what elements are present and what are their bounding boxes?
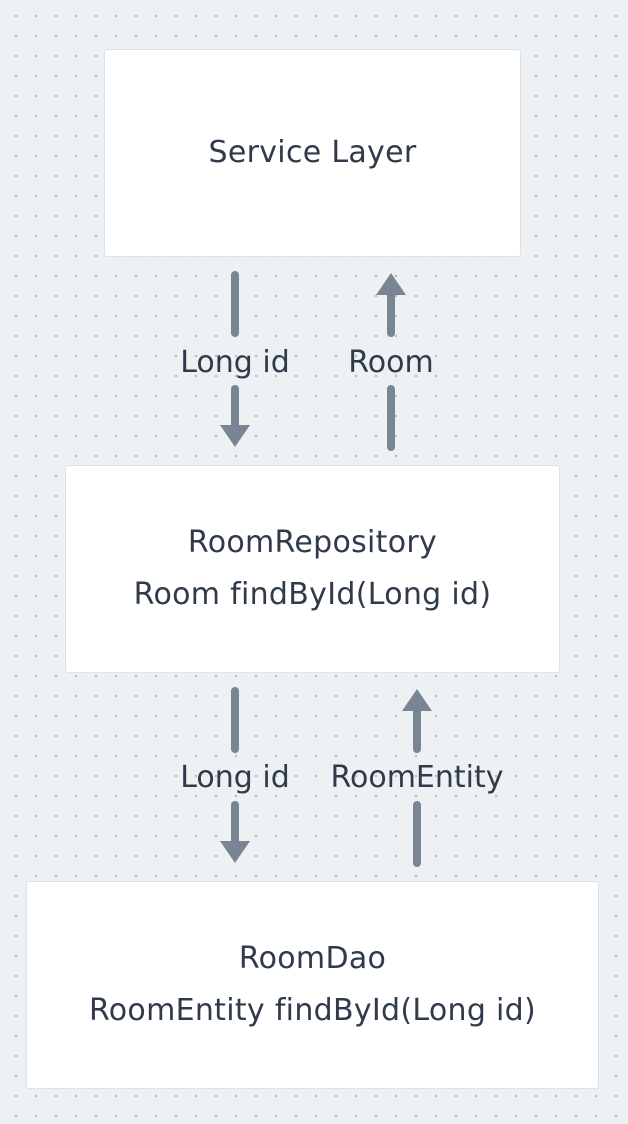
room-dao-box: RoomDao RoomEntity findById(Long id) — [26, 881, 599, 1089]
arrow-label-long-id-top: Long id — [180, 345, 290, 380]
up-arrow-icon — [376, 273, 406, 451]
down-arrow-icon — [220, 687, 250, 863]
down-arrow-icon — [220, 271, 250, 447]
up-arrow-icon — [402, 689, 432, 867]
service-layer-title: Service Layer — [208, 135, 417, 170]
arrow-label-room-entity: RoomEntity — [330, 760, 504, 795]
room-repository-title: RoomRepository — [187, 525, 438, 560]
room-dao-title: RoomDao — [238, 941, 387, 976]
service-layer-box: Service Layer — [104, 49, 521, 257]
room-repository-box: RoomRepository Room findById(Long id) — [65, 465, 560, 673]
arrow-label-long-id-bottom: Long id — [180, 760, 290, 795]
room-dao-method: RoomEntity findById(Long id) — [88, 993, 537, 1028]
room-repository-method: Room findById(Long id) — [133, 577, 492, 612]
arrow-label-room: Room — [348, 345, 434, 380]
